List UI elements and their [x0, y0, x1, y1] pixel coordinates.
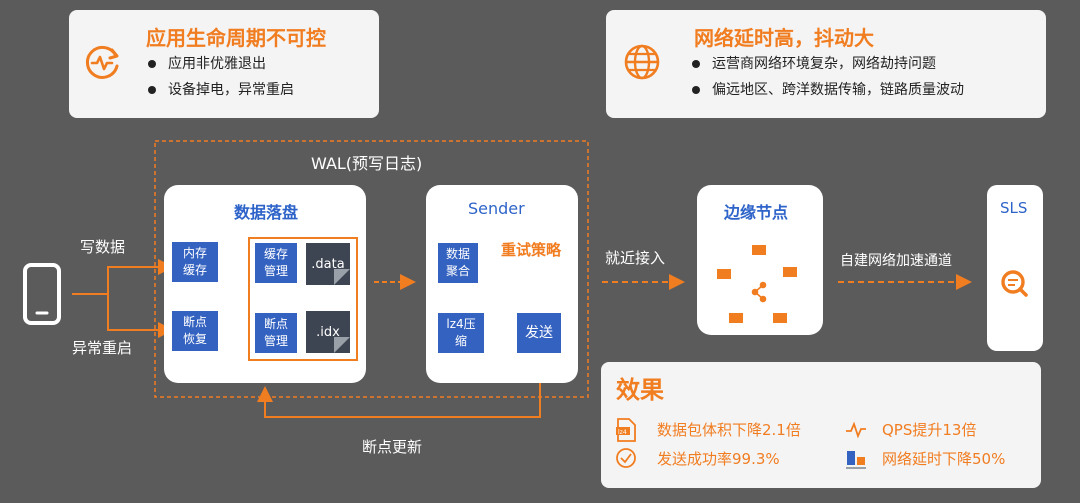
data-file-icon: .data: [306, 243, 350, 285]
globe-icon: [624, 44, 660, 80]
file-group: [248, 237, 358, 361]
check-circle-icon: [616, 448, 636, 468]
wal-label: WAL(预写日志): [311, 154, 423, 173]
restart-label: 异常重启: [72, 339, 133, 357]
send-box: 发送: [517, 313, 561, 353]
problem-card-network: 网络延时高，抖动大 运营商网络环境复杂，网络劫持问题 偏远地区、跨洋数据传输，链…: [606, 10, 1046, 118]
write-data-label: 写数据: [80, 238, 126, 256]
effect-text: 发送成功率99.3%: [657, 450, 780, 468]
aggregate-box: 数据 聚合: [438, 243, 478, 283]
compress-box: lz4压 缩: [438, 313, 484, 353]
persist-title: 数据落盘: [234, 203, 299, 222]
breakpoint-update-label: 断点更新: [362, 438, 423, 456]
breakpoint-manage-box: 断点 管理: [255, 313, 297, 353]
bullet-item: 运营商网络环境复杂，网络劫持问题: [688, 51, 964, 77]
pulse-icon: [846, 421, 866, 439]
persist-panel: 数据落盘 内存 缓存 断点 恢复 缓存 管理 .data 断点 管理 .idx: [164, 185, 366, 383]
search-icon: [1001, 270, 1028, 297]
effect-text: QPS提升13倍: [882, 421, 977, 439]
sls-panel: SLS: [987, 185, 1043, 351]
cache-manage-box: 缓存 管理: [255, 243, 297, 283]
sender-panel: Sender 数据 聚合 重试策略 lz4压 缩 发送: [426, 185, 578, 383]
phone-icon: [23, 263, 61, 325]
lz4-file-icon: lz4: [616, 418, 636, 442]
nearby-access-label: 就近接入: [605, 249, 666, 267]
bullet-item: 偏远地区、跨洋数据传输，链路质量波动: [688, 77, 964, 103]
effect-text: 数据包体积下降2.1倍: [657, 421, 801, 439]
edge-network-icon: [717, 245, 797, 323]
mem-cache-box: 内存 缓存: [172, 242, 218, 282]
effects-title: 效果: [616, 376, 664, 404]
bullet-list: 应用非优雅退出 设备掉电，异常重启: [144, 51, 294, 103]
retry-label: 重试策略: [501, 241, 562, 259]
problem-title: 网络延时高，抖动大: [694, 26, 874, 50]
edge-title: 边缘节点: [724, 203, 789, 222]
bar-chart-icon: [846, 451, 866, 469]
sender-title: Sender: [468, 199, 525, 218]
effect-text: 网络延时下降50%: [882, 450, 1006, 468]
bullet-item: 应用非优雅退出: [144, 51, 294, 77]
svg-text:lz4: lz4: [618, 429, 627, 436]
breakpoint-recover-box: 断点 恢复: [172, 311, 218, 351]
edge-panel: 边缘节点: [697, 185, 823, 335]
problem-card-lifecycle: 应用生命周期不可控 应用非优雅退出 设备掉电，异常重启: [69, 10, 379, 118]
bullet-item: 设备掉电，异常重启: [144, 77, 294, 103]
sls-title: SLS: [1000, 199, 1028, 217]
problem-title: 应用生命周期不可控: [146, 26, 326, 50]
bullet-list: 运营商网络环境复杂，网络劫持问题 偏远地区、跨洋数据传输，链路质量波动: [688, 51, 964, 103]
accel-label: 自建网络加速通道: [840, 253, 952, 269]
heartbeat-icon: [85, 45, 119, 79]
effects-card: 效果 lz4 数据包体积下降2.1倍 QPS提升13倍 发送成功率99.3% 网…: [601, 362, 1041, 488]
idx-file-icon: .idx: [306, 311, 350, 353]
wal-boundary: [154, 140, 589, 398]
